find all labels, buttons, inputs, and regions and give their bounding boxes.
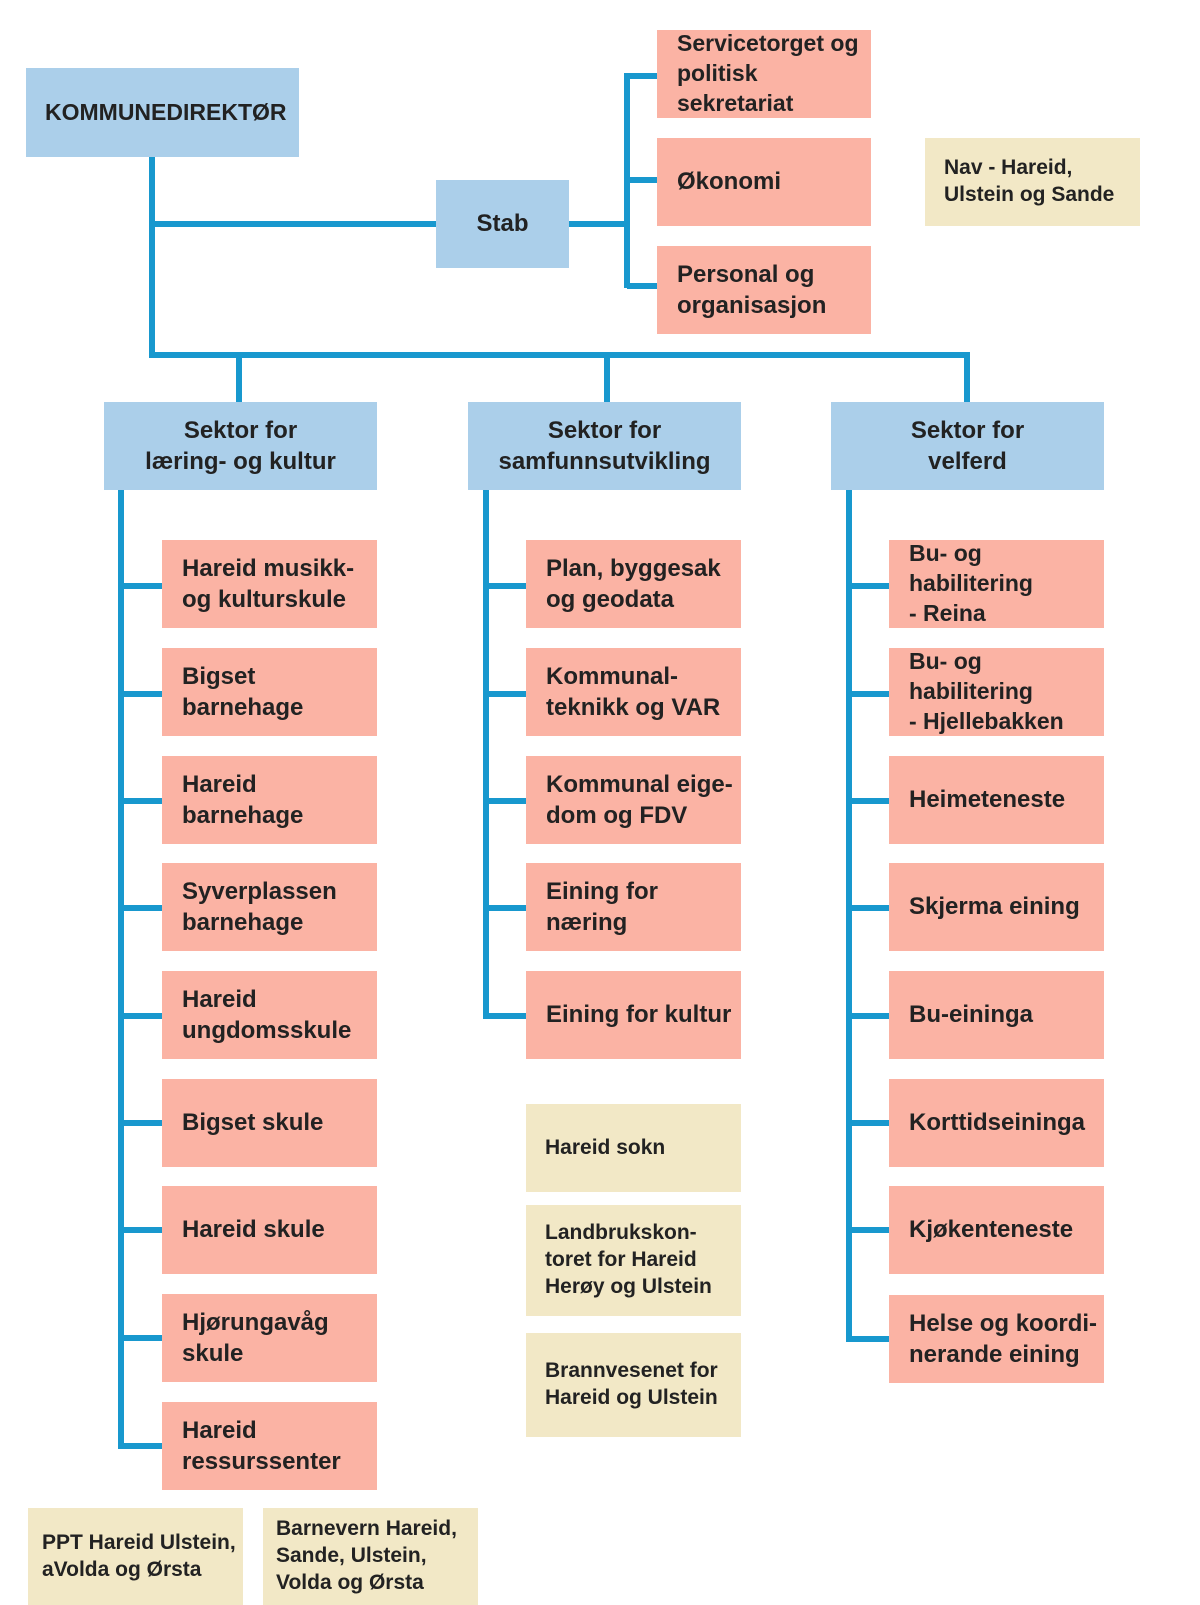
unit-label: Hjørungavåg skule	[182, 1308, 329, 1367]
stab-unit-label: Økonomi	[677, 168, 782, 196]
unit-eining-kultur: Eining for kultur	[526, 971, 741, 1059]
unit-label: Bigset barnehage	[182, 662, 304, 721]
stab-unit-personal: Personal og organisasjon	[657, 246, 871, 334]
external-label: Barnevern Hareid, Sande, Ulstein, Volda …	[276, 1517, 457, 1594]
unit-label: Hareid skule	[182, 1216, 325, 1244]
nav-label: Nav - Hareid, Ulstein og Sande	[944, 156, 1115, 206]
director-label: KOMMUNEDIREKTØR	[45, 98, 287, 125]
unit-label: Kjøkenteneste	[909, 1216, 1074, 1244]
external-label: Brannvesenet for Hareid og Ulstein	[545, 1359, 718, 1409]
unit-kommunalteknikk-var: Kommunal- teknikk og VAR	[526, 648, 741, 736]
unit-kjokenteneste: Kjøkenteneste	[889, 1186, 1104, 1274]
unit-label: Kommunal eige- dom og FDV	[546, 770, 733, 829]
unit-hareid-musikk-kulturskule: Hareid musikk- og kulturskule	[162, 540, 377, 628]
external-label: PPT Hareid Ulstein, aVolda og Ørsta	[42, 1530, 236, 1581]
sector-samfunn-title: Sektor for samfunnsutvikling	[498, 416, 711, 475]
external-ppt: PPT Hareid Ulstein, aVolda og Ørsta	[28, 1508, 243, 1605]
unit-label: Eining for kultur	[546, 1001, 732, 1029]
unit-hareid-ungdomsskule: Hareid ungdomsskule	[162, 971, 377, 1059]
stab-box: Stab	[436, 180, 569, 268]
unit-label: Hareid musikk- og kulturskule	[182, 554, 355, 613]
stab-label: Stab	[476, 210, 529, 238]
unit-label: Kommunal- teknikk og VAR	[546, 662, 721, 721]
unit-heimeteneste: Heimeteneste	[889, 756, 1104, 844]
stab-unit-label: Servicetorget og politisk sekretariat	[677, 30, 859, 116]
unit-hareid-ressurssenter: Hareid ressurssenter	[162, 1402, 377, 1490]
unit-syverplassen-barnehage: Syverplassen barnehage	[162, 863, 377, 951]
external-landbrukskontoret: Landbrukskon- toret for Hareid Herøy og …	[526, 1205, 741, 1316]
unit-label: Helse og koordi- nerande eining	[909, 1309, 1098, 1368]
unit-skjerma-eining: Skjerma eining	[889, 863, 1104, 951]
unit-hareid-barnehage: Hareid barnehage	[162, 756, 377, 844]
sector-laering-title: Sektor for læring- og kultur	[145, 416, 336, 475]
stab-unit-label: Personal og organisasjon	[677, 260, 827, 319]
unit-label: Hareid ungdomsskule	[182, 985, 352, 1044]
unit-label: Hareid barnehage	[182, 770, 304, 829]
unit-label: Bigset skule	[182, 1109, 324, 1137]
stab-unit-servicetorget: Servicetorget og politisk sekretariat	[657, 30, 871, 118]
external-barnevern: Barnevern Hareid, Sande, Ulstein, Volda …	[263, 1508, 478, 1605]
external-label: Hareid sokn	[545, 1135, 666, 1159]
unit-label: Bu- og habilitering - Hjellebakken	[909, 648, 1064, 734]
unit-bu-habilitering-reina: Bu- og habilitering - Reina	[889, 540, 1104, 628]
external-brannvesenet: Brannvesenet for Hareid og Ulstein	[526, 1333, 741, 1437]
unit-bu-eininga: Bu-eininga	[889, 971, 1104, 1059]
nav-box: Nav - Hareid, Ulstein og Sande	[925, 138, 1140, 226]
unit-kommunal-eigedom-fdv: Kommunal eige- dom og FDV	[526, 756, 741, 844]
unit-plan-byggesak-geodata: Plan, byggesak og geodata	[526, 540, 741, 628]
unit-eining-naering: Eining for næring	[526, 863, 741, 951]
unit-label: Heimeteneste	[909, 786, 1066, 814]
sector-velferd-title: Sektor for velferd	[910, 416, 1025, 475]
unit-label: Syverplassen barnehage	[182, 877, 337, 936]
sector-samfunn-header: Sektor for samfunnsutvikling	[468, 402, 741, 490]
unit-label: Bu-eininga	[909, 1001, 1033, 1029]
unit-label: Skjerma eining	[909, 893, 1080, 921]
unit-label: Eining for næring	[546, 877, 658, 936]
unit-bu-habilitering-hjellebakken: Bu- og habilitering - Hjellebakken	[889, 648, 1104, 736]
unit-korttidseininga: Korttidseininga	[889, 1079, 1104, 1167]
unit-helse-koordinerande-eining: Helse og koordi- nerande eining	[889, 1295, 1104, 1383]
stab-unit-okonomi: Økonomi	[657, 138, 871, 226]
unit-hjorungavag-skule: Hjørungavåg skule	[162, 1294, 377, 1382]
unit-label: Hareid ressurssenter	[182, 1416, 341, 1475]
unit-label: Bu- og habilitering - Reina	[909, 540, 1033, 626]
unit-hareid-skule: Hareid skule	[162, 1186, 377, 1274]
unit-label: Plan, byggesak og geodata	[546, 554, 721, 613]
external-hareid-sokn: Hareid sokn	[526, 1104, 741, 1192]
director-box: KOMMUNEDIREKTØR	[26, 68, 299, 157]
unit-bigset-skule: Bigset skule	[162, 1079, 377, 1167]
unit-label: Korttidseininga	[909, 1109, 1086, 1137]
sector-velferd-header: Sektor for velferd	[831, 402, 1104, 490]
external-label: Landbrukskon- toret for Hareid Herøy og …	[545, 1221, 712, 1298]
sector-laering-header: Sektor for læring- og kultur	[104, 402, 377, 490]
unit-bigset-barnehage: Bigset barnehage	[162, 648, 377, 736]
